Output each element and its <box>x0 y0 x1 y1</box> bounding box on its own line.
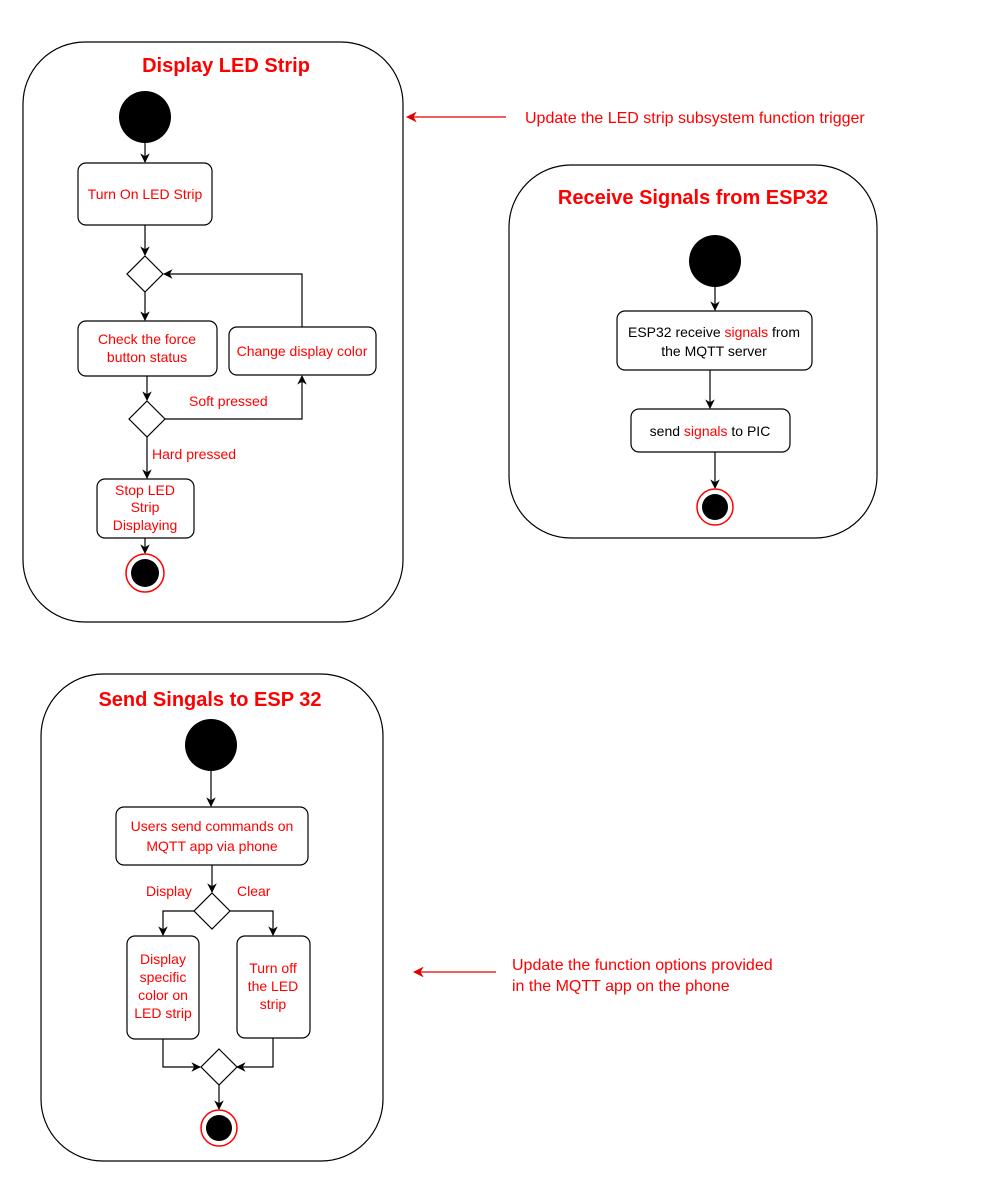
label-part: send <box>650 423 684 439</box>
edge <box>230 910 278 936</box>
diagram-receive-signals: Receive Signals from ESP32 ESP32 receive… <box>508 164 878 539</box>
annotation-text: Update the function options provided <box>512 957 773 974</box>
edge-label: Display <box>146 883 192 899</box>
action-send-signals-pic <box>630 408 791 453</box>
action-label: ESP32 receive signals from <box>628 324 800 340</box>
diagram-title: Receive Signals from ESP32 <box>558 187 828 209</box>
action-label: Check the force <box>98 331 196 347</box>
label-highlight: signals <box>725 324 769 340</box>
start-node <box>689 235 741 287</box>
label-part: to PIC <box>728 423 771 439</box>
action-label: Stop LED <box>115 482 175 498</box>
action-label: Display <box>140 951 186 967</box>
action-label: send signals to PIC <box>650 423 771 439</box>
annotation-text: in the MQTT app on the phone <box>512 978 730 995</box>
diagram-title: Send Singals to ESP 32 <box>98 689 321 711</box>
edge-label: Clear <box>237 883 271 899</box>
edge <box>165 375 307 420</box>
action-label: color on <box>138 987 188 1003</box>
edge <box>163 269 303 327</box>
action-label: the MQTT server <box>661 343 767 359</box>
annotation-led-trigger: Update the LED strip subsystem function … <box>405 110 865 127</box>
end-node-core <box>702 494 728 520</box>
end-node-core <box>131 559 159 587</box>
diagram-title: Display LED Strip <box>142 55 310 77</box>
edge <box>236 1038 274 1072</box>
start-node <box>119 91 171 143</box>
end-node-core <box>206 1115 232 1141</box>
label-part: ESP32 receive <box>628 324 725 340</box>
diagram-display-led-strip: Display LED Strip Turn On LED Strip Chec… <box>22 41 404 623</box>
decision-node <box>193 892 231 930</box>
action-label: Turn off <box>249 960 297 976</box>
annotation-text: Update the LED strip subsystem function … <box>525 110 865 127</box>
edge <box>162 1039 201 1072</box>
action-esp32-receive <box>616 310 813 371</box>
label-highlight: signals <box>684 423 728 439</box>
action-label: Displaying <box>113 517 178 533</box>
action-label: button status <box>107 349 187 365</box>
action-label: Strip <box>131 499 160 515</box>
action-users-send-commands <box>115 806 309 866</box>
action-label: Users send commands on <box>131 818 294 834</box>
annotation-mqtt-options: Update the function options provided in … <box>412 957 773 995</box>
edge-label: Soft pressed <box>189 393 268 409</box>
action-label: MQTT app via phone <box>146 838 277 854</box>
action-label: Change display color <box>237 343 368 359</box>
edge-label: Hard pressed <box>152 446 236 462</box>
start-node <box>185 719 237 771</box>
action-label: LED strip <box>134 1005 192 1021</box>
action-label: the LED <box>248 978 299 994</box>
action-label: Turn On LED Strip <box>88 186 203 202</box>
action-label: specific <box>140 969 187 985</box>
action-label: strip <box>260 996 287 1012</box>
label-part: from <box>768 324 800 340</box>
diagram-send-signals: Send Singals to ESP 32 Users send comman… <box>40 673 384 1162</box>
edge <box>158 910 194 936</box>
